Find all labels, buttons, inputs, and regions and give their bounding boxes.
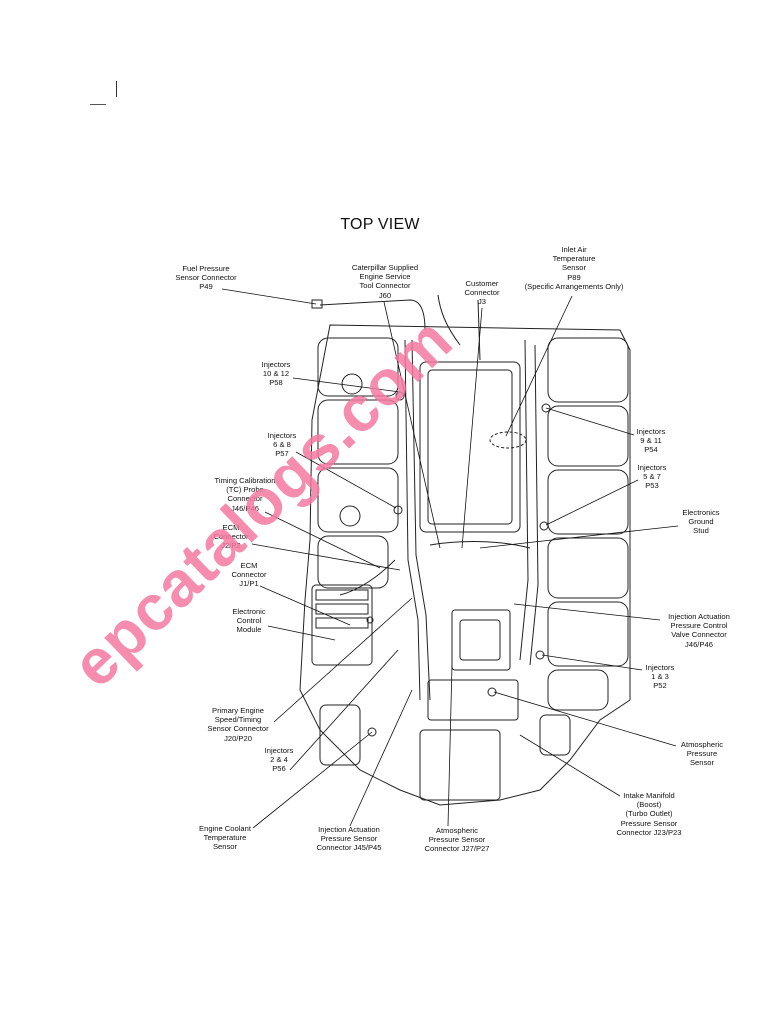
label-timing-calibration-probe: Timing Calibration (TC) Probe Connector … bbox=[214, 476, 276, 513]
label-electronic-control-module: Electronic Control Module bbox=[232, 607, 266, 635]
label-ecm-connector-j2: ECM Connector J2/P2 bbox=[213, 523, 249, 551]
leader-lines bbox=[221, 288, 679, 829]
label-intake-manifold-pressure-sensor: Intake Manifold (Boost) (Turbo Outlet) P… bbox=[616, 791, 682, 837]
label-primary-speed-timing-sensor: Primary Engine Speed/Timing Sensor Conne… bbox=[207, 706, 269, 743]
label-ia-pressure-control-valve: Injection Actuation Pressure Control Val… bbox=[668, 612, 730, 649]
label-customer-connector: Customer Connector J3 bbox=[464, 279, 500, 307]
left-valve-covers bbox=[317, 337, 399, 589]
crop-mark-vertical bbox=[116, 81, 117, 97]
label-inlet-air-sensor: Inlet Air Temperature Sensor P89 (Specif… bbox=[524, 245, 624, 291]
right-valve-covers bbox=[547, 337, 629, 711]
label-service-tool-connector: Caterpillar Supplied Engine Service Tool… bbox=[351, 263, 419, 300]
label-electronics-ground-stud: Electronics Ground Stud bbox=[682, 508, 720, 536]
label-injectors-2-4: Injectors 2 & 4 P56 bbox=[264, 746, 294, 774]
label-injectors-10-12: Injectors 10 & 12 P58 bbox=[261, 360, 291, 388]
label-ecm-connector-j1: ECM Connector J1/P1 bbox=[231, 561, 267, 589]
label-injectors-6-8: Injectors 6 & 8 P57 bbox=[267, 431, 297, 459]
label-injectors-1-3: Injectors 1 & 3 P52 bbox=[645, 663, 675, 691]
label-atmospheric-pressure-sensor: Atmospheric Pressure Sensor bbox=[680, 740, 724, 768]
crop-mark-horizontal bbox=[90, 104, 106, 105]
label-injectors-5-7: Injectors 5 & 7 P53 bbox=[637, 463, 667, 491]
label-engine-coolant-temp-sensor: Engine Coolant Temperature Sensor bbox=[199, 824, 251, 852]
label-atm-pressure-sensor-connector: Atmospheric Pressure Sensor Connector J2… bbox=[424, 826, 490, 854]
label-injectors-9-11: Injectors 9 & 11 P54 bbox=[636, 427, 666, 455]
label-ia-pressure-sensor-connector: Injection Actuation Pressure Sensor Conn… bbox=[316, 825, 382, 853]
label-fuel-pressure-sensor: Fuel Pressure Sensor Connector P49 bbox=[175, 264, 237, 292]
diagram-title: TOP VIEW bbox=[340, 216, 420, 233]
